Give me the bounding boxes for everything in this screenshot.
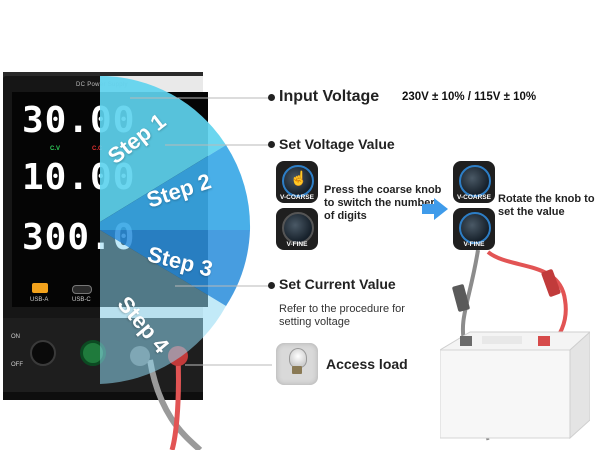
v-fine-knob-label: V-FINE — [286, 241, 308, 248]
power-button[interactable] — [30, 340, 56, 366]
input-voltage-title: Input Voltage — [279, 88, 380, 105]
set-current-title: Set Current Value — [279, 276, 396, 292]
v-coarse-knob-rotate-icon: V-COARSE — [453, 161, 495, 203]
v-fine-knob-rotate-icon: V-FINE — [453, 208, 495, 250]
v-fine-knob-icon: V-FINE — [276, 208, 318, 250]
set-voltage-title: Set Voltage Value — [279, 136, 395, 152]
switch-off-label: OFF — [11, 362, 23, 368]
press-hand-icon: ☝ — [290, 170, 308, 186]
switch-on-label: ON — [11, 334, 20, 340]
cv-indicator: C.V — [50, 146, 61, 152]
set-current-note: Refer to the procedure for setting volta… — [279, 303, 405, 328]
usb-c-port — [72, 285, 92, 294]
rotate-knob-note: Rotate the knob to set the value — [498, 193, 595, 218]
bullet-icon — [268, 94, 275, 101]
bullet-icon — [268, 141, 275, 148]
bulb-glass — [289, 348, 307, 368]
usb-a-label: USB-A — [30, 297, 49, 303]
coarse-knob-note: Press the coarse knob to switch the numb… — [324, 184, 442, 222]
bullet-icon — [268, 282, 275, 289]
v-coarse-knob-label: V-COARSE — [280, 194, 314, 201]
usb-c-label: USB-C — [72, 297, 91, 303]
access-load-title: Access load — [326, 356, 408, 372]
v-fine-knob-label-2: V-FINE — [463, 241, 485, 248]
input-voltage-spec: 230V ± 10% / 115V ± 10% — [402, 91, 537, 103]
cc-indicator: C.C — [92, 146, 103, 152]
device-base — [3, 392, 203, 400]
bulb-base — [292, 366, 302, 374]
car-battery-icon — [440, 331, 590, 440]
v-coarse-knob-icon: ☝ V-COARSE — [276, 161, 318, 203]
usb-a-port — [32, 283, 48, 293]
v-coarse-knob-label-2: V-COARSE — [457, 194, 491, 201]
arrow-right-icon — [422, 198, 448, 220]
